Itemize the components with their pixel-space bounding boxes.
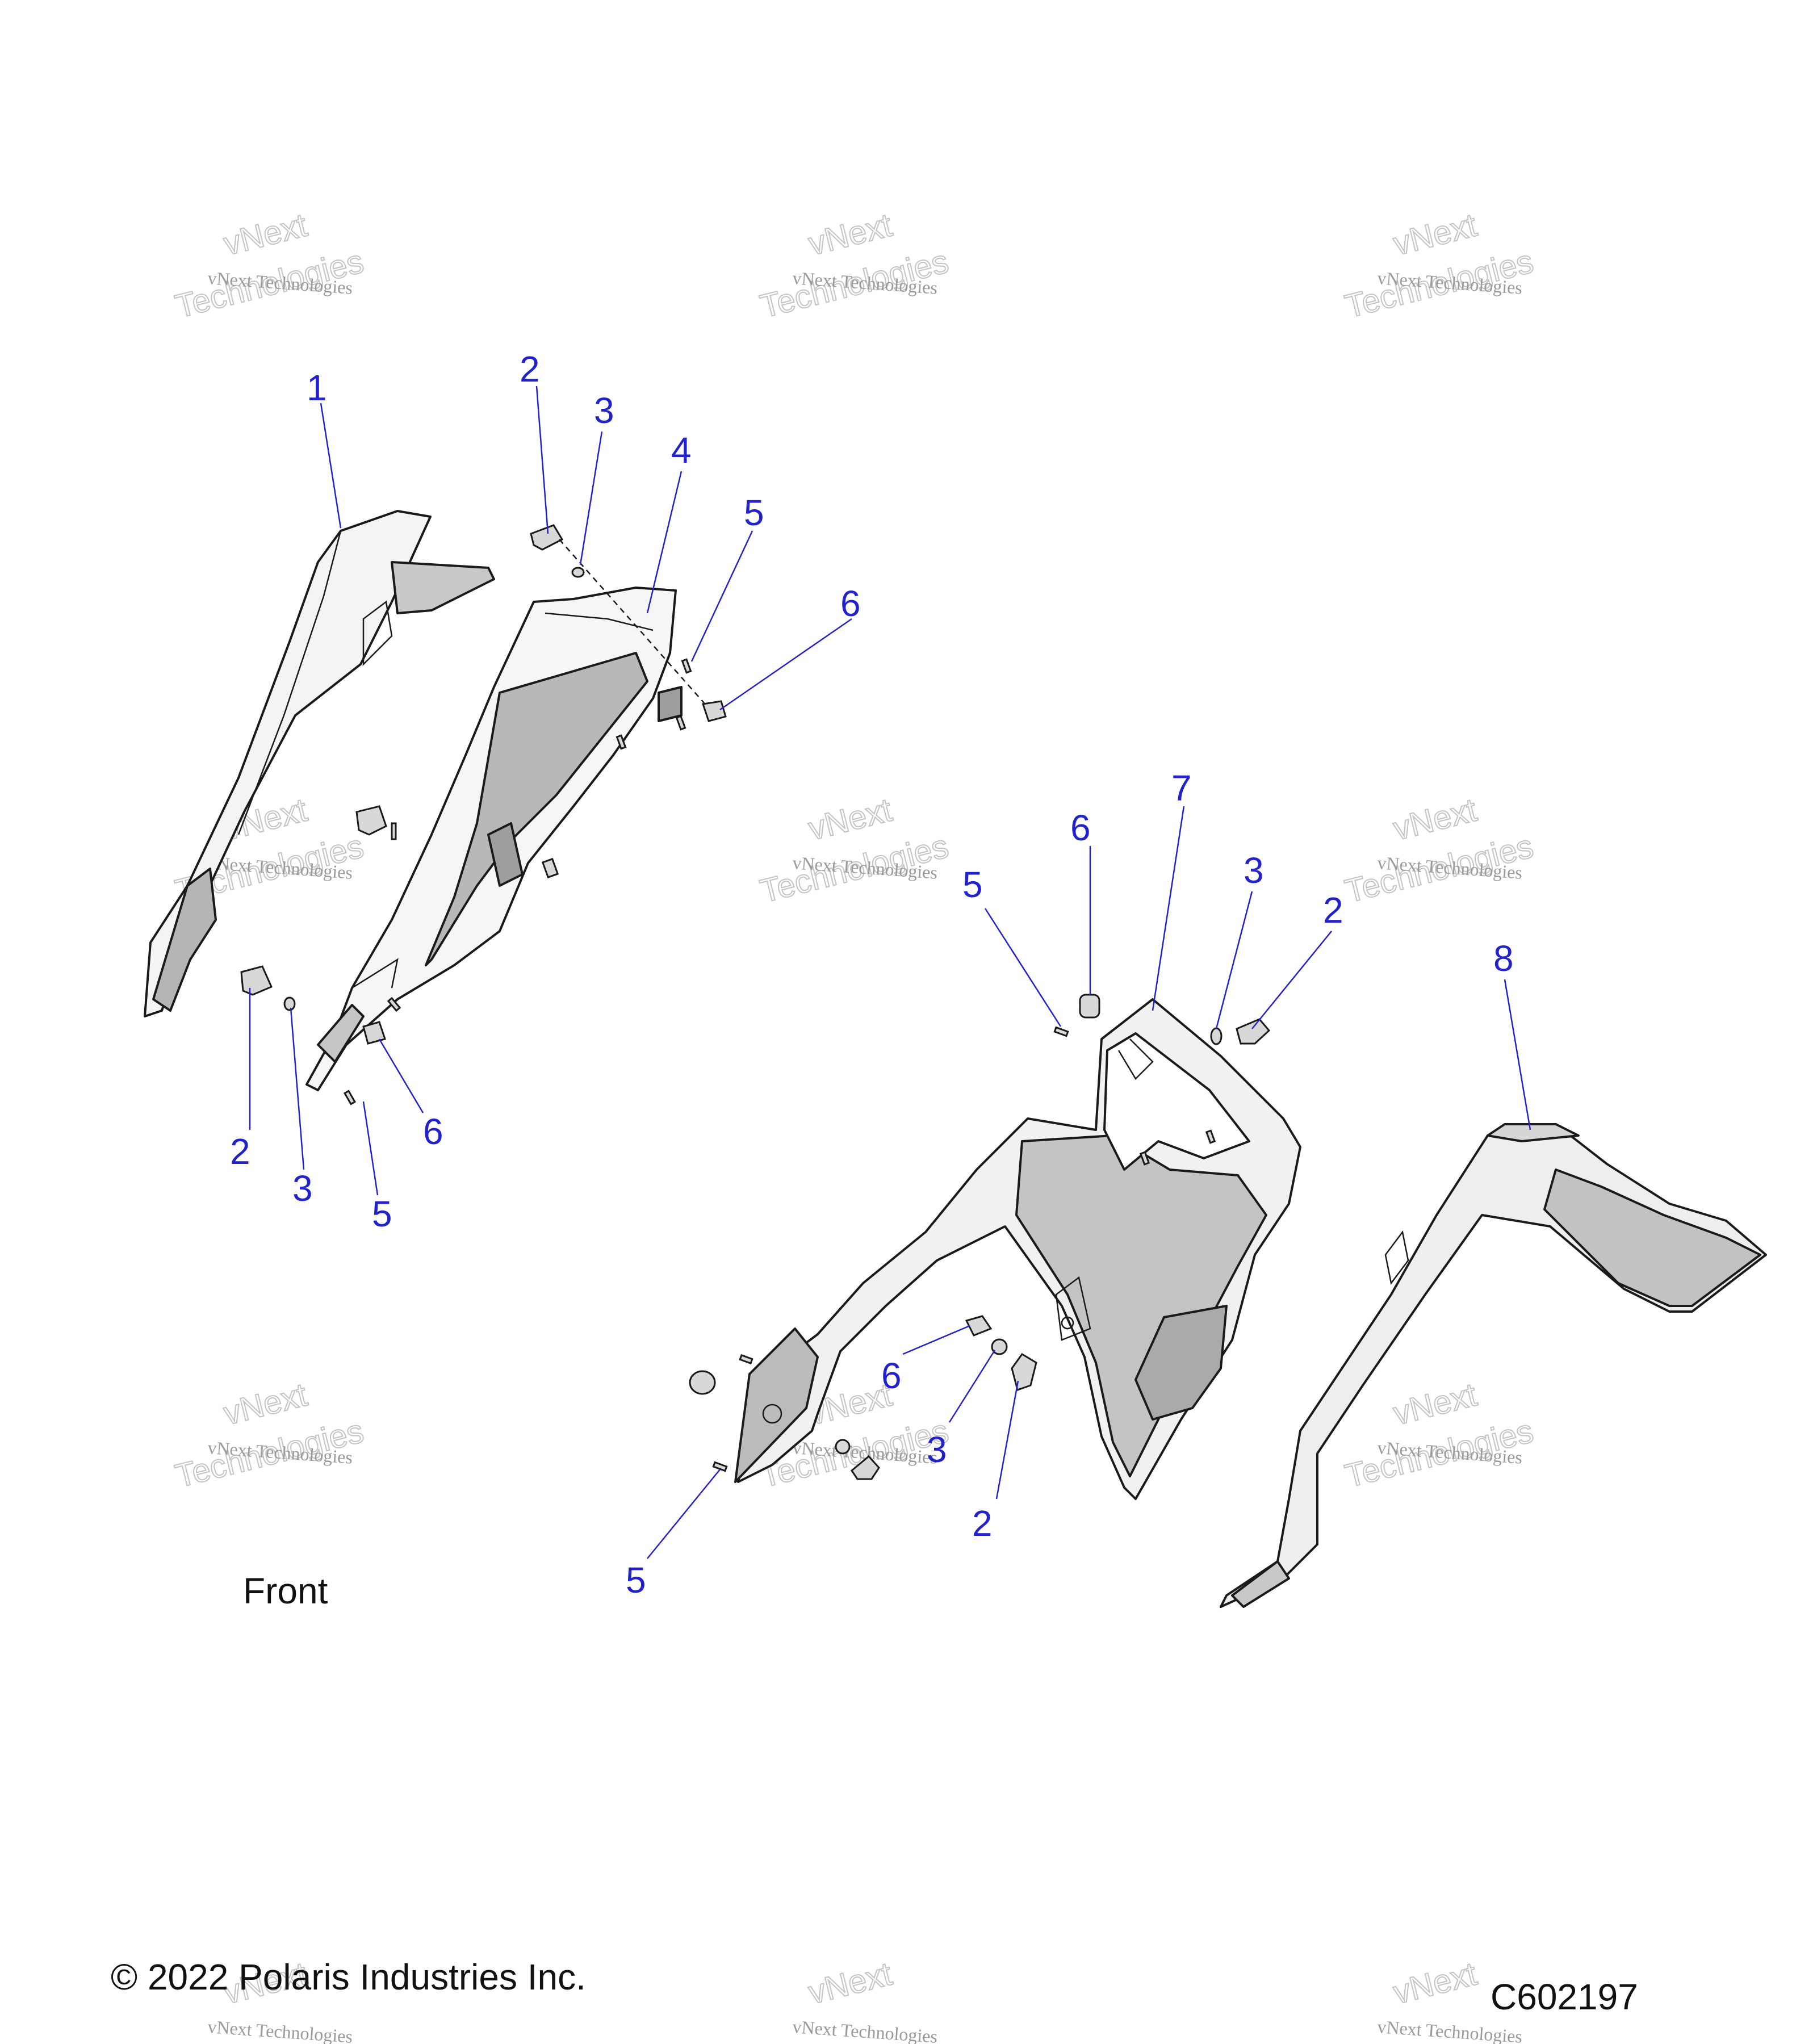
grommet-6-left-right [689, 1370, 716, 1395]
watermark: vNext vNext Technologies [792, 1955, 939, 2044]
callout-8: 8 [1493, 938, 1514, 979]
copyright-notice: © 2022 Polaris Industries Inc. [111, 1957, 586, 1997]
clip-2-top-left [530, 524, 564, 551]
watermark: vNext Technologies vNext Technologies [1341, 206, 1537, 326]
watermark-ghost-line1: vNext [220, 1376, 311, 1433]
callout-5: 5 [962, 864, 983, 905]
part-4-inner-panel [305, 587, 683, 1091]
watermark-caption: vNext Technologies [207, 2016, 354, 2044]
leader-lines [249, 386, 1531, 1559]
callout-5: 5 [372, 1193, 392, 1234]
screw-5-bottom-left [387, 996, 401, 1012]
part-8-outer-panel [1220, 1123, 1767, 1608]
callout-2: 2 [230, 1131, 250, 1172]
callout-3: 3 [292, 1168, 313, 1209]
callout-3: 3 [1244, 850, 1264, 891]
clip-2-top-right [1236, 1018, 1271, 1045]
clip-2-mid-left [355, 805, 387, 836]
watermark-ghost-line1: vNext [805, 791, 895, 848]
clip-2-bottom-right [851, 1455, 880, 1480]
watermark-caption: vNext Technologies [792, 2016, 939, 2044]
callout-1: 1 [307, 367, 327, 408]
watermark: vNext Technologies vNext Technologies [171, 1376, 367, 1496]
washer-3-bottom-left [283, 996, 296, 1011]
washer-3-top-left [571, 567, 585, 578]
grommet-6-mid-right [965, 1315, 993, 1337]
callout-5: 5 [744, 492, 764, 533]
watermark-ghost-line1: vNext [220, 207, 311, 263]
callout-2: 2 [1323, 890, 1343, 931]
watermark: vNext Technologies vNext Technologies [756, 791, 952, 911]
watermark: vNext Technologies vNext Technologies [1341, 1376, 1537, 1496]
right-hardware [689, 994, 1271, 1480]
callout-4: 4 [671, 430, 692, 471]
watermark-ghost-line1: vNext [1389, 1376, 1480, 1433]
callout-numbers: 1 2 3 4 5 6 2 3 5 6 6 7 5 3 2 8 6 3 2 5 [230, 349, 1514, 1601]
callout-6: 6 [423, 1111, 443, 1152]
callout-6: 6 [881, 1355, 902, 1396]
watermark-ghost-line1: vNext [1389, 1955, 1480, 2012]
callout-2: 2 [520, 349, 540, 389]
watermark: vNext Technologies vNext Technologies [756, 206, 952, 326]
clip-2-mid-right [1011, 1353, 1037, 1391]
screw-5-lower-left [343, 1090, 357, 1105]
screw-5-side-left [541, 857, 559, 879]
washer-3-bottom-right [835, 1439, 851, 1455]
screw-5-mid-left [616, 734, 627, 750]
grommet-6-top-right [1079, 994, 1100, 1019]
part-7-rear-panel [734, 998, 1301, 1500]
watermark-layer: vNext Technologies vNext Technologies vN… [171, 206, 1537, 2044]
watermark: vNext Technologies vNext Technologies [171, 206, 367, 326]
screw-5-top-left [681, 658, 692, 674]
grommet-6-bottom-left [362, 1021, 386, 1045]
callout-2: 2 [972, 1503, 993, 1544]
front-orientation-label: Front [243, 1570, 328, 1611]
screw-5-mid-left-2 [675, 715, 686, 731]
callout-3: 3 [927, 1429, 947, 1470]
watermark-ghost-line1: vNext [1389, 791, 1480, 848]
drawing-number: C602197 [1491, 1976, 1638, 2017]
callout-6: 6 [1070, 807, 1091, 848]
callout-5: 5 [626, 1560, 646, 1601]
watermark-caption: vNext Technologies [1377, 2016, 1523, 2044]
screw-5-bottom-right [712, 1461, 728, 1472]
screw-5-mid-right [739, 1354, 753, 1365]
watermark-ghost-line1: vNext [805, 207, 895, 263]
screw-5-inner-right [1139, 1151, 1150, 1166]
clip-2-bottom-left [240, 965, 273, 996]
screw-5-top-right [1053, 1026, 1069, 1037]
callout-3: 3 [594, 390, 614, 431]
screw-5-inner-right-2 [1205, 1129, 1216, 1144]
callout-7: 7 [1171, 768, 1192, 809]
watermark-ghost-line1: vNext [805, 1955, 895, 2012]
watermark-ghost-line1: vNext [1389, 207, 1480, 263]
left-hardware [240, 524, 727, 1105]
washer-3-mid-right [991, 1338, 1008, 1355]
callout-6: 6 [840, 583, 861, 624]
pin-mid-left [391, 822, 397, 840]
washer-3-top-right [1210, 1027, 1223, 1045]
part-1-outer-panel [144, 510, 495, 1017]
watermark: vNext Technologies vNext Technologies [1341, 791, 1537, 911]
grommet-6-top-left [702, 700, 727, 722]
